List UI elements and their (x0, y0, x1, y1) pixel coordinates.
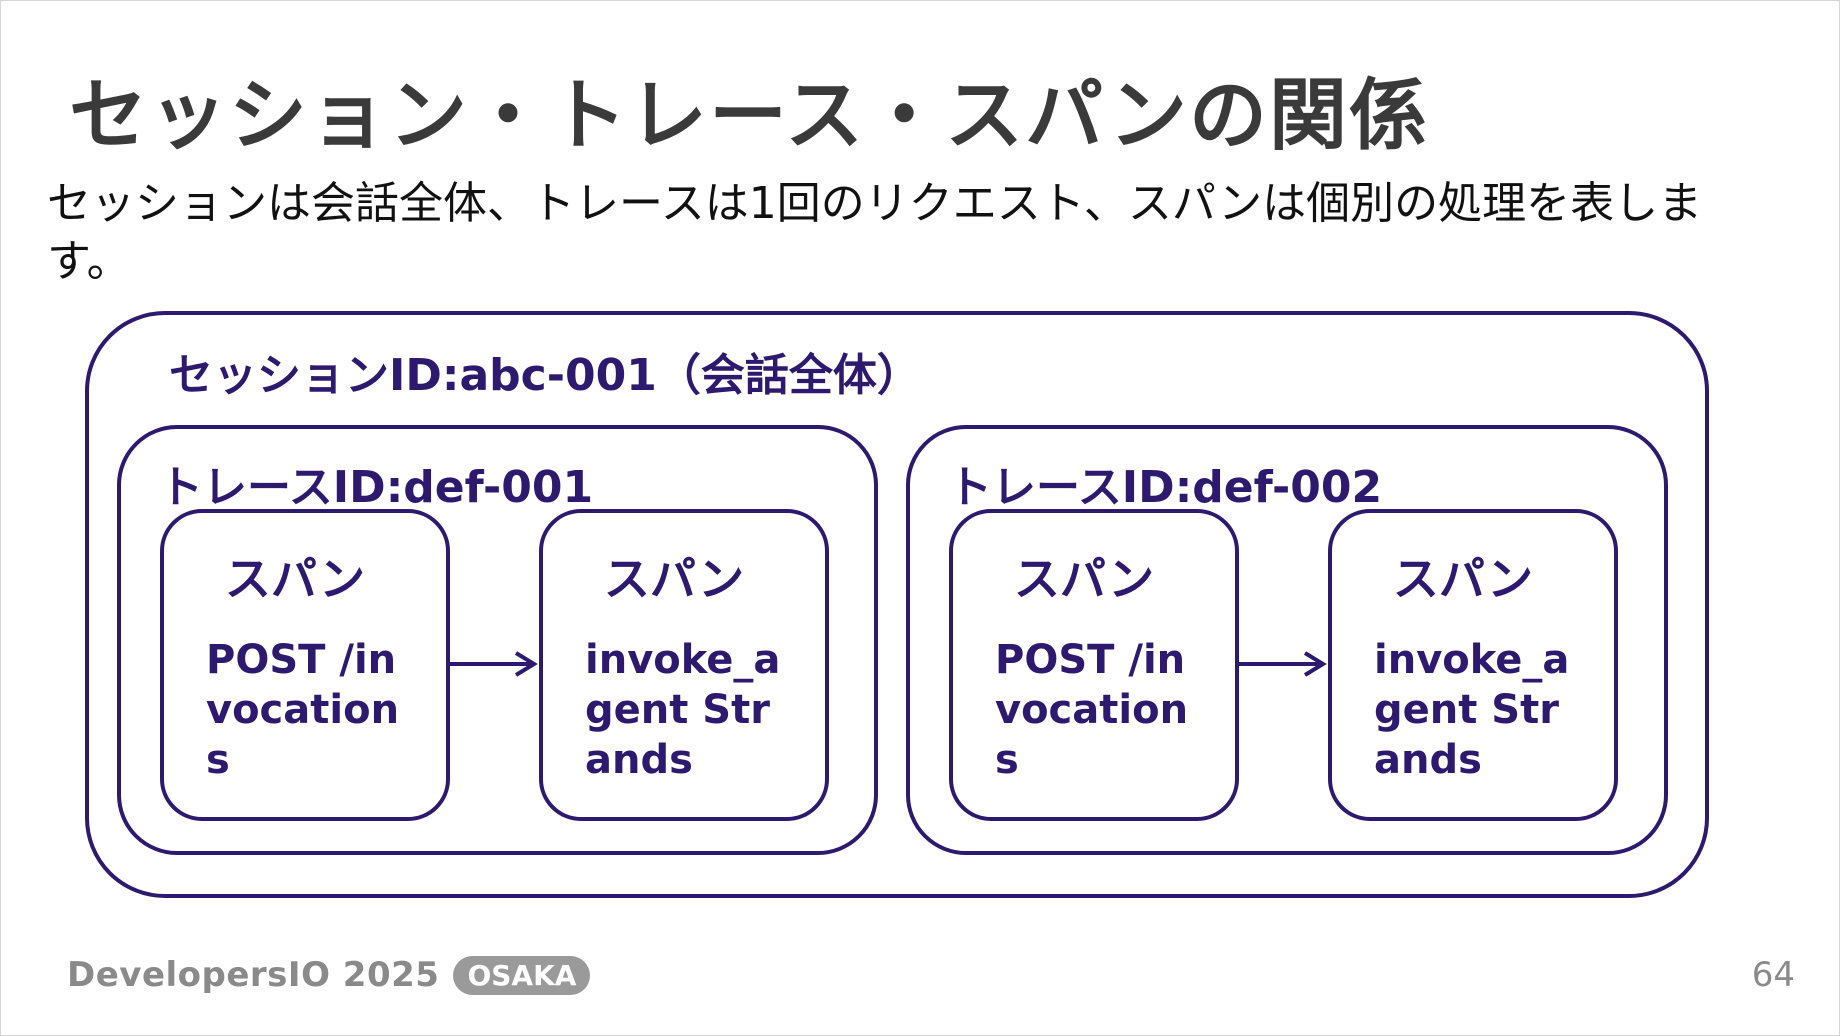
span-box: スパン invoke_agent Strands (539, 509, 829, 821)
arrow-connector (450, 651, 538, 677)
span-box: スパン POST /invocations (160, 509, 450, 821)
span-heading: スパン (603, 552, 745, 606)
slide-title: セッション・トレース・スパンの関係 (69, 71, 1430, 161)
span-name: invoke_agent Strands (585, 637, 781, 783)
span-name: POST /invocations (995, 637, 1189, 783)
page-number: 64 (1751, 955, 1795, 995)
span-name: invoke_agent Strands (1374, 637, 1570, 783)
slide-lead-text: セッションは会話全体、トレースは1回のリクエスト、スパンは個別の処理を表します。 (47, 178, 1703, 287)
span-heading: スパン (224, 552, 366, 606)
span-name: POST /invocations (206, 637, 400, 783)
brand-name: DevelopersIO 2025 (67, 955, 440, 995)
span-heading: スパン (1392, 552, 1534, 606)
session-label: セッションID:abc-001（会話全体） (169, 350, 921, 401)
footer-logo: DevelopersIO 2025 OSAKA (67, 953, 591, 997)
span-heading: スパン (1013, 552, 1155, 606)
trace-label-2: トレースID:def-002 (948, 462, 1383, 513)
span-box: スパン invoke_agent Strands (1328, 509, 1618, 821)
location-badge: OSAKA (453, 955, 591, 995)
span-box: スパン POST /invocations (949, 509, 1239, 821)
arrow-connector (1239, 651, 1327, 677)
trace-label-1: トレースID:def-001 (159, 462, 594, 513)
